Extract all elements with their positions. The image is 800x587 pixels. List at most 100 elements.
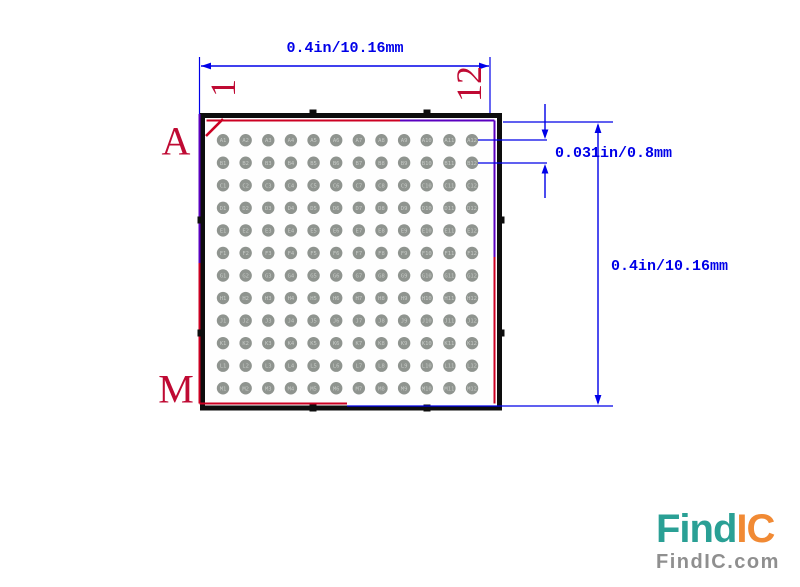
ball-E7 (352, 224, 366, 237)
ball-label-L7: L7 (356, 364, 363, 370)
ball-label-M6: M6 (333, 386, 340, 392)
ball-J7 (352, 314, 366, 327)
ball-D5 (307, 201, 320, 215)
ball-C4 (284, 179, 298, 192)
ball-L3 (262, 359, 275, 372)
ball-label-J11: J11 (444, 319, 454, 325)
ball-label-M8: M8 (378, 386, 385, 392)
ball-label-J3: J3 (265, 319, 272, 325)
ball-M10 (420, 382, 433, 395)
ball-label-E8: E8 (378, 228, 385, 234)
ball-label-C3: C3 (265, 183, 272, 189)
ball-label-J5: J5 (310, 319, 317, 325)
ball-B5 (307, 156, 320, 169)
ball-label-F5: F5 (310, 251, 317, 257)
ball-label-F12: F12 (467, 251, 477, 257)
ball-C9 (397, 179, 411, 192)
ball-C7 (352, 179, 366, 192)
ball-label-J10: J10 (422, 319, 432, 325)
ball-K6 (330, 336, 343, 350)
ball-D8 (375, 201, 388, 215)
ball-label-H1: H1 (220, 296, 227, 302)
ball-F11 (443, 246, 456, 260)
ball-label-L8: L8 (378, 364, 385, 370)
ball-L6 (330, 359, 343, 372)
ball-label-K5: K5 (310, 341, 317, 347)
ball-B3 (262, 156, 275, 169)
ball-label-F6: F6 (333, 251, 340, 257)
ball-label-C12: C12 (467, 183, 477, 189)
ball-label-H7: H7 (356, 296, 363, 302)
ball-label-D8: D8 (378, 206, 385, 212)
ball-G11 (443, 269, 456, 282)
ball-C3 (262, 179, 275, 192)
ball-A11 (443, 134, 456, 147)
ball-label-D12: D12 (467, 206, 477, 212)
ball-label-J2: J2 (242, 319, 249, 325)
ball-label-L2: L2 (242, 364, 249, 370)
ball-label-H2: H2 (242, 296, 249, 302)
ball-L7 (352, 359, 366, 372)
ball-label-A7: A7 (356, 138, 363, 144)
ball-label-K9: K9 (401, 341, 408, 347)
arrow-bottom-icon (594, 395, 602, 405)
ball-label-B9: B9 (401, 161, 408, 167)
ball-label-J4: J4 (288, 319, 295, 325)
ball-label-D10: D10 (422, 206, 432, 212)
ball-E11 (443, 224, 456, 237)
ball-label-F10: F10 (422, 251, 432, 257)
ball-K9 (397, 336, 411, 350)
ball-G10 (420, 269, 433, 282)
ball-K8 (375, 336, 388, 350)
ball-E1 (216, 224, 230, 237)
ball-label-G10: G10 (422, 274, 432, 280)
ball-H9 (397, 291, 411, 305)
ball-label-M7: M7 (356, 386, 363, 392)
ball-label-E7: E7 (356, 228, 363, 234)
ball-label-H4: H4 (288, 296, 295, 302)
ball-label-J9: J9 (401, 319, 408, 325)
ball-label-L5: L5 (310, 364, 317, 370)
ball-D7 (352, 201, 366, 215)
ball-label-G6: G6 (333, 274, 340, 280)
ball-G12 (465, 269, 479, 282)
ball-label-A4: A4 (288, 138, 295, 144)
ball-label-L4: L4 (288, 364, 295, 370)
ball-M8 (375, 382, 388, 395)
arrow-down-icon (541, 129, 549, 139)
ball-J6 (330, 314, 343, 327)
ball-G5 (307, 269, 320, 282)
ball-G7 (352, 269, 366, 282)
ball-label-G8: G8 (378, 274, 385, 280)
tick-top-2 (423, 109, 431, 117)
pin1-notch-icon (205, 118, 224, 137)
ball-D9 (397, 201, 411, 215)
ball-label-E5: E5 (310, 228, 317, 234)
ball-H5 (307, 291, 320, 305)
ball-label-A12: A12 (467, 138, 477, 144)
ball-L9 (397, 359, 411, 372)
ball-M11 (443, 382, 456, 395)
ball-label-B7: B7 (356, 161, 363, 167)
ball-label-C5: C5 (310, 183, 317, 189)
ball-K5 (307, 336, 320, 350)
ball-label-J7: J7 (356, 319, 363, 325)
ball-label-F8: F8 (378, 251, 385, 257)
ball-G3 (262, 269, 275, 282)
ball-J4 (284, 314, 298, 327)
ball-K2 (239, 336, 252, 350)
ball-label-K8: K8 (378, 341, 385, 347)
ball-C5 (307, 179, 320, 192)
ball-label-F7: F7 (356, 251, 363, 257)
tick-left-1 (197, 216, 205, 224)
ball-C6 (330, 179, 343, 192)
ball-label-E12: E12 (467, 228, 477, 234)
ball-label-K12: K12 (467, 341, 477, 347)
ball-label-M1: M1 (220, 386, 227, 392)
ball-J3 (262, 314, 275, 327)
ball-A2 (239, 134, 252, 147)
ball-A5 (307, 134, 320, 147)
ball-label-B12: B12 (467, 161, 477, 167)
ball-label-B1: B1 (220, 161, 227, 167)
ball-label-D7: D7 (356, 206, 363, 212)
